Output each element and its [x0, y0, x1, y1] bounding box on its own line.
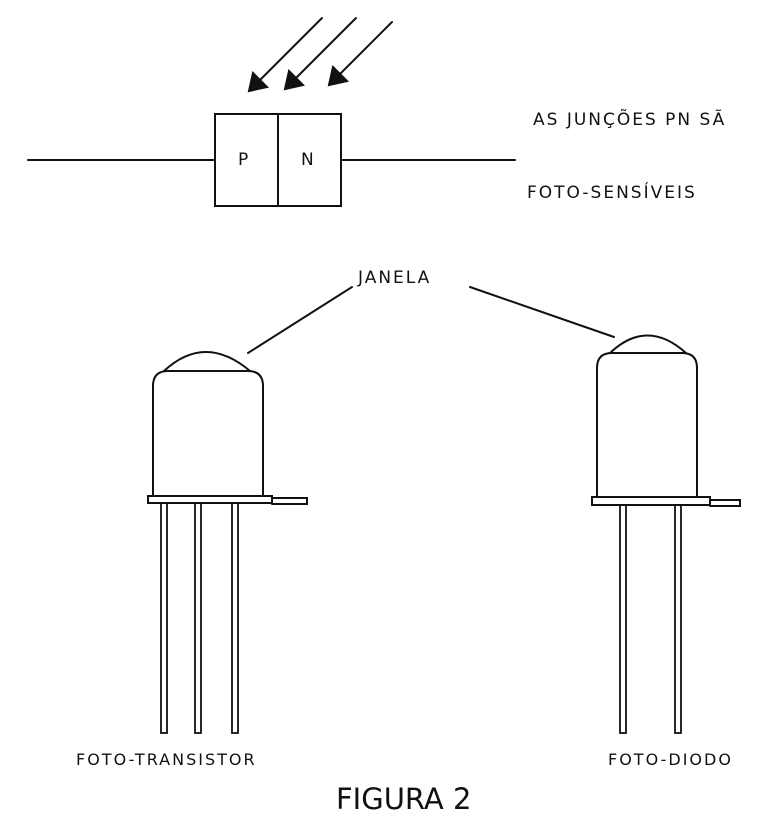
photodiode-tab	[709, 499, 741, 507]
light-ray-3	[336, 21, 393, 78]
window-leader-right	[469, 286, 615, 338]
light-ray-3-arrowhead	[327, 65, 349, 87]
pn-junction	[27, 113, 516, 207]
light-ray-1-arrowhead	[247, 71, 269, 93]
phototransistor-lead-1	[160, 502, 168, 734]
photodiode-flange	[591, 496, 711, 506]
window-leader-left	[247, 286, 353, 354]
n-label: N	[301, 150, 316, 170]
phototransistor-window	[163, 351, 251, 372]
photodiode-leads	[619, 504, 682, 734]
phototransistor-leads	[160, 502, 239, 734]
photodiode-label: FOTO-DIODO	[608, 750, 733, 769]
photodiode-lead-2	[674, 504, 682, 734]
light-ray-2-arrowhead	[283, 69, 305, 91]
photodiode-window	[609, 334, 687, 354]
junction-note-line-2: FOTO-SENSÍVEIS	[527, 183, 697, 203]
light-rays	[247, 17, 393, 93]
phototransistor-lead-2	[194, 502, 202, 734]
phototransistor-tab	[271, 497, 308, 505]
phototransistor-label: FOTO-TRANSISTOR	[76, 750, 257, 769]
phototransistor-flange	[147, 495, 273, 504]
junction-note-line-1: AS JUNÇÕES PN SÃ	[533, 110, 727, 130]
photodiode-body	[596, 352, 698, 498]
light-ray-2	[292, 17, 357, 82]
photodiode-lead-1	[619, 504, 627, 734]
figure-caption: FIGURA 2	[336, 782, 472, 816]
phototransistor-body	[152, 370, 264, 497]
p-label: P	[238, 150, 251, 170]
window-label: JANELA	[358, 268, 432, 288]
light-ray-1	[256, 17, 323, 84]
photodiode-drawing	[591, 334, 741, 734]
phototransistor-lead-3	[231, 502, 239, 734]
phototransistor-drawing	[147, 351, 308, 734]
